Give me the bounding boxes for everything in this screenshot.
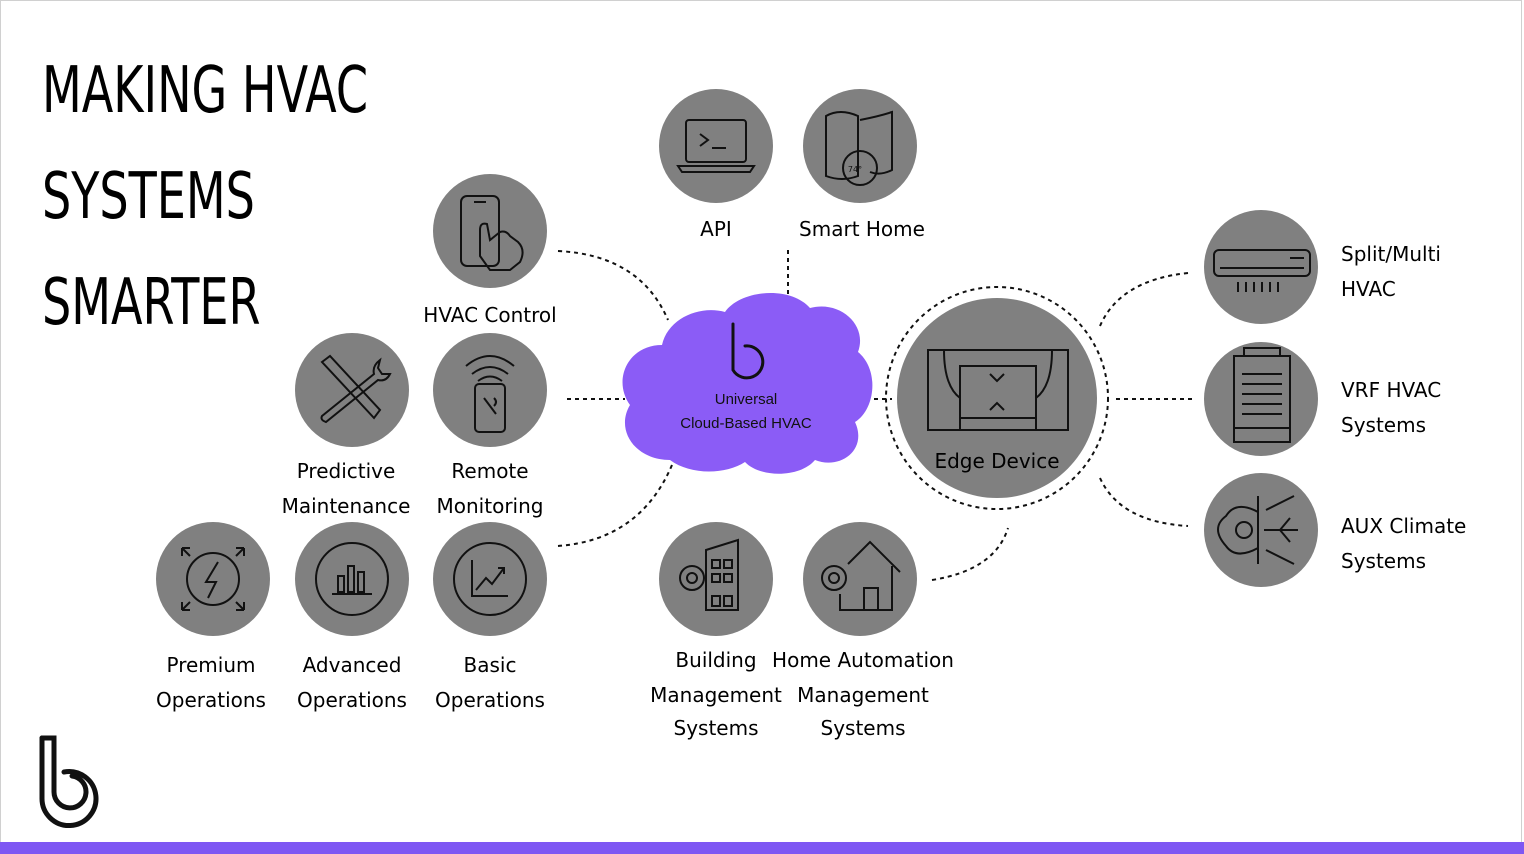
home-automation-label-2: Management [797, 683, 929, 707]
home-automation-circle [803, 522, 917, 636]
premium-operations-label-2: Operations [156, 688, 266, 712]
accent-bar [0, 842, 1524, 854]
advanced-operations-label-1: Advanced [303, 653, 402, 677]
vrf-circle [1204, 342, 1318, 456]
edge-device-label: Edge Device [934, 449, 1059, 473]
basic-operations-label-1: Basic [464, 653, 517, 677]
gear-snowflake-icon [1217, 495, 1298, 565]
vrf-unit-icon [1233, 347, 1291, 443]
slide-title: MAKING HVAC SYSTEMS SMARTER [42, 38, 368, 356]
connector-basic-operations [557, 464, 673, 547]
node-vrf: VRF HVAC Systems [1204, 342, 1441, 456]
smart-speaker-thermostat-icon [825, 110, 893, 186]
connector-aux [1099, 477, 1189, 527]
cloud-label-line-1: Universal [715, 391, 778, 408]
title-line-3: SMARTER [42, 266, 261, 340]
predictive-maintenance-label-2: Maintenance [282, 494, 411, 518]
api-label: API [700, 217, 732, 241]
basic-operations-circle [433, 522, 547, 636]
vrf-label-1: VRF HVAC [1341, 378, 1441, 402]
node-building-management: Building Management Systems [650, 522, 782, 740]
remote-monitoring-circle [433, 333, 547, 447]
smart-home-label: Smart Home [799, 217, 925, 241]
lightning-expand-icon [181, 547, 245, 611]
basic-operations-label-2: Operations [435, 688, 545, 712]
building-management-label-2: Management [650, 683, 782, 707]
connector-home-automation [931, 527, 1009, 581]
cloud-label-line-2: Cloud-Based HVAC [680, 415, 812, 432]
tools-icon [320, 354, 392, 424]
aux-climate-label-2: Systems [1341, 549, 1426, 573]
split-multi-label-2: HVAC [1341, 277, 1396, 301]
vrf-label-2: Systems [1341, 413, 1426, 437]
node-basic-operations: Basic Operations [433, 522, 547, 712]
split-multi-label-1: Split/Multi [1341, 242, 1441, 266]
node-hvac-control: HVAC Control [423, 174, 557, 327]
api-circle [659, 89, 773, 203]
node-remote-monitoring: Remote Monitoring [433, 333, 547, 518]
node-home-automation: Home Automation Management Systems [772, 522, 954, 740]
house-gear-icon [821, 540, 901, 611]
building-management-circle [659, 522, 773, 636]
node-api: API [659, 89, 773, 241]
building-management-label-3: Systems [674, 716, 759, 740]
node-premium-operations: Premium Operations [156, 522, 270, 712]
node-aux-climate: AUX Climate Systems [1204, 473, 1466, 587]
node-advanced-operations: Advanced Operations [295, 522, 409, 712]
building-gear-icon [679, 538, 739, 611]
brand-logo [39, 735, 99, 829]
connectors [557, 250, 1196, 581]
trend-chart-icon [453, 542, 527, 616]
predictive-maintenance-label-1: Predictive [297, 459, 396, 483]
thermostat-reading: 74° [848, 165, 862, 174]
hvac-control-label: HVAC Control [423, 303, 556, 327]
cloud-shape [622, 292, 873, 474]
advanced-operations-label-2: Operations [297, 688, 407, 712]
remote-monitoring-label-2: Monitoring [437, 494, 544, 518]
home-automation-label-3: Systems [821, 716, 906, 740]
node-predictive-maintenance: Predictive Maintenance [282, 333, 411, 518]
edge-device-circle [897, 298, 1097, 498]
node-smart-home: 74° Smart Home [799, 89, 925, 241]
title-line-2: SYSTEMS [42, 160, 255, 234]
home-automation-label-1: Home Automation [772, 648, 954, 672]
premium-operations-label-1: Premium [167, 653, 256, 677]
node-split-multi: Split/Multi HVAC [1204, 210, 1441, 324]
predictive-maintenance-circle [295, 333, 409, 447]
laptop-terminal-icon [676, 119, 756, 173]
cloud: Universal Cloud-Based HVAC [622, 292, 873, 474]
air-conditioner-icon [1213, 249, 1311, 292]
advanced-operations-circle [295, 522, 409, 636]
bar-chart-icon [315, 542, 389, 616]
smart-home-circle [803, 89, 917, 203]
edge-device-ring [885, 286, 1109, 510]
connector-split [1099, 272, 1189, 327]
edge-device-icon [927, 349, 1069, 431]
title-line-1: MAKING HVAC [42, 54, 369, 128]
building-management-label-1: Building [675, 648, 756, 672]
connector-hvac-control [557, 250, 669, 321]
remote-monitoring-label-1: Remote [451, 459, 528, 483]
premium-operations-circle [156, 522, 270, 636]
phone-wifi-wrench-icon [465, 355, 515, 433]
aux-climate-label-1: AUX Climate [1341, 514, 1466, 538]
edge-device: Edge Device [897, 298, 1097, 498]
phone-touch-icon [460, 195, 524, 271]
aux-climate-circle [1204, 473, 1318, 587]
cloud-logo-icon [731, 322, 765, 380]
